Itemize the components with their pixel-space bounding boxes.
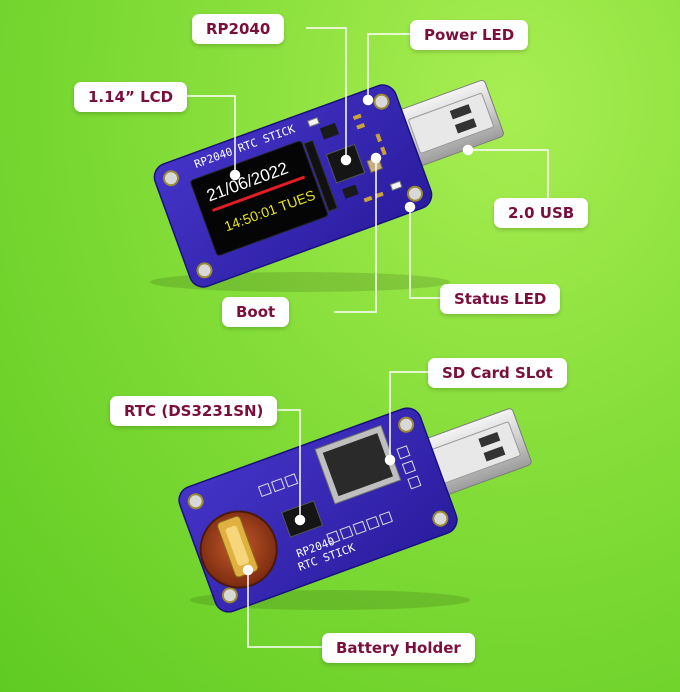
pointer-dot — [229, 169, 241, 181]
mounting-hole — [196, 262, 213, 279]
mounting-hole — [162, 170, 179, 187]
power-led — [307, 117, 320, 128]
pointer-dot — [242, 564, 254, 576]
regulator-chip — [342, 184, 359, 199]
label-rp2040: RP2040 — [192, 14, 285, 44]
lcd-underline — [212, 175, 306, 212]
sd-card-slot — [314, 424, 402, 505]
solder-pad — [284, 473, 299, 488]
solder-pad — [407, 475, 422, 490]
leader-lcd — [172, 95, 236, 175]
leader-status-led — [409, 207, 440, 299]
pcb-bottom — [178, 407, 458, 613]
solder-pad — [365, 516, 380, 531]
pointer-dot — [384, 454, 396, 466]
label-rtc: RTC (DS3231SN) — [110, 396, 278, 426]
flash-chip — [319, 122, 340, 140]
solder-pad — [339, 525, 354, 540]
battery-holder — [199, 510, 278, 589]
label-sd-card: SD Card SLot — [428, 358, 567, 388]
label-battery-holder: Battery Holder — [322, 633, 475, 663]
usb-connector-top — [395, 79, 504, 168]
bottom-board: RP2040 RTC STICK — [178, 407, 532, 613]
smd-component — [375, 133, 382, 143]
label-status-led: Status LED — [440, 284, 561, 314]
usb-connector-bottom — [418, 408, 532, 498]
solder-pad — [352, 520, 367, 535]
solder-pad — [271, 478, 286, 493]
leader-lines — [172, 27, 549, 648]
pointer-dot — [404, 201, 416, 213]
mounting-hole — [407, 185, 424, 202]
mounting-hole — [373, 93, 390, 110]
mounting-hole — [432, 510, 449, 527]
pointer-dot — [462, 144, 474, 156]
smd-component — [363, 195, 373, 203]
label-lcd: 1.14” LCD — [74, 82, 188, 112]
leader-boot — [334, 158, 377, 313]
pointer-dot — [362, 94, 374, 106]
solder-pad — [396, 445, 411, 460]
status-led — [389, 180, 403, 191]
leader-battery — [247, 570, 322, 648]
solder-pad — [401, 460, 416, 475]
pointer-dot — [340, 154, 352, 166]
solder-pad — [257, 482, 272, 497]
smd-component — [380, 146, 387, 156]
mounting-hole — [398, 416, 415, 433]
smd-component — [356, 123, 366, 130]
pointer-dot — [294, 514, 306, 526]
solder-pad — [326, 530, 341, 545]
lcd-flex — [303, 139, 338, 212]
top-board: RP2040 RTC STICK 21/06/2022 14:50:01 TUE… — [150, 79, 504, 292]
leader-sd-card — [389, 371, 428, 460]
leader-usb — [468, 149, 549, 198]
label-usb: 2.0 USB — [494, 198, 589, 228]
smd-component — [374, 191, 384, 199]
solder-pad — [378, 511, 393, 526]
leader-rp2040 — [306, 27, 347, 160]
mounting-hole — [221, 587, 238, 604]
leader-power-led — [367, 33, 410, 100]
label-boot: Boot — [222, 297, 290, 327]
lcd-screen: 21/06/2022 14:50:01 TUES — [190, 139, 338, 256]
mounting-hole — [187, 493, 204, 510]
label-power-led: Power LED — [410, 20, 529, 50]
smd-component — [352, 113, 362, 121]
pointer-dot — [370, 152, 382, 164]
